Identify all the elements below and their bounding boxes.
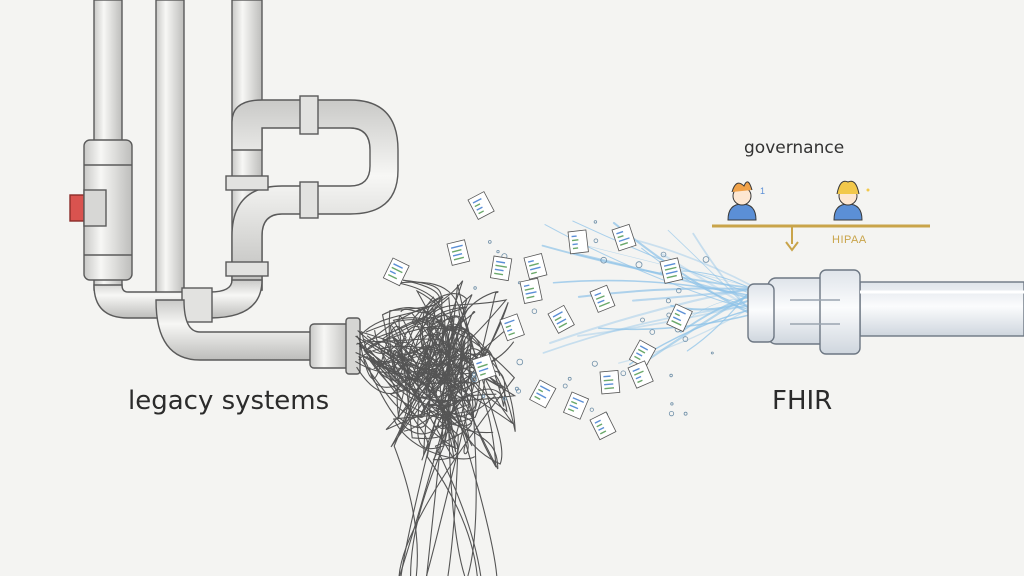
water-streak — [552, 279, 753, 297]
cable-strand — [360, 280, 499, 576]
fhir-label: FHIR — [772, 386, 833, 416]
document-sheet — [471, 353, 497, 382]
document-sheet — [547, 304, 575, 334]
scale-pointer-icon — [785, 241, 799, 252]
water-droplet — [710, 351, 714, 355]
document-sheet — [611, 223, 637, 252]
water-streak — [549, 287, 754, 345]
water-droplet — [665, 298, 671, 304]
cable-strand — [360, 304, 470, 419]
cable-strand — [360, 306, 477, 384]
water-droplet — [593, 238, 599, 244]
flying-documents — [382, 191, 693, 441]
cable-strand — [358, 315, 497, 410]
cable-strand — [365, 293, 468, 576]
cable-strand — [364, 302, 509, 576]
water-droplet — [668, 410, 675, 417]
fhir-pipe-connector — [747, 269, 1024, 355]
water-droplet — [481, 394, 486, 398]
document-sheet — [382, 257, 410, 287]
water-streak — [688, 298, 753, 320]
legacy-pipe-network — [69, 0, 399, 375]
document-sheet — [589, 284, 616, 313]
pipe-elbow-bottom — [93, 279, 263, 319]
water-droplet — [562, 383, 568, 389]
water-droplet — [487, 240, 492, 244]
vertical-pipe-2 — [155, 0, 185, 301]
document-sheet — [519, 277, 543, 304]
water-droplet — [620, 370, 627, 377]
water-streak — [577, 303, 753, 337]
person-figure-right — [833, 180, 870, 221]
document-sheet — [529, 379, 557, 409]
water-streak — [631, 288, 754, 302]
fhir-inlet — [747, 283, 775, 343]
cable-strand — [366, 296, 477, 576]
svg-text:1: 1 — [760, 186, 765, 196]
water-droplet — [531, 308, 538, 314]
water-droplet — [591, 360, 598, 367]
document-sheet — [446, 239, 471, 266]
water-droplet — [496, 250, 500, 254]
document-sheet — [589, 411, 617, 441]
water-droplet — [471, 372, 477, 377]
water-droplet — [683, 411, 688, 416]
water-droplet — [640, 317, 645, 323]
water-streak — [641, 247, 753, 309]
water-streak — [636, 239, 753, 287]
document-sheet — [523, 253, 548, 280]
document-sheet — [562, 391, 590, 420]
water-droplet — [702, 256, 710, 263]
cable-strand — [363, 318, 443, 399]
water-droplet — [502, 396, 507, 401]
water-droplet — [516, 388, 522, 394]
document-sheet — [489, 255, 513, 282]
document-sheet — [567, 229, 589, 255]
water-droplet — [567, 376, 572, 381]
document-sheet — [659, 257, 684, 284]
document-sheet — [627, 360, 654, 389]
water-droplet — [635, 261, 643, 269]
water-droplet — [600, 256, 607, 264]
water-droplet — [471, 376, 478, 383]
water-droplet — [649, 329, 656, 335]
governance-scale: 1 — [712, 180, 930, 252]
water-droplet — [593, 220, 598, 224]
document-sheet — [499, 313, 525, 342]
water-droplet — [473, 286, 477, 290]
document-sheet — [666, 303, 693, 333]
person-figure-left: 1 — [727, 181, 765, 221]
water-droplet — [669, 373, 673, 378]
cable-strand — [370, 323, 497, 576]
red-valve — [69, 194, 85, 222]
water-droplet — [670, 402, 674, 406]
tangled-cables — [355, 279, 517, 576]
document-sheet — [467, 191, 495, 221]
fhir-coupling-ring — [819, 269, 861, 355]
cable-strand — [369, 281, 514, 425]
water-spray — [471, 220, 754, 417]
water-droplet — [676, 287, 682, 294]
water-droplet — [682, 336, 689, 342]
outlet-flange — [309, 323, 351, 369]
governance-label: governance — [744, 138, 845, 158]
water-droplet — [516, 358, 524, 366]
cable-strand — [366, 346, 476, 460]
water-streak — [679, 294, 753, 333]
fhir-pipe — [859, 281, 1024, 337]
hipaa-label: HIPAA — [832, 234, 867, 246]
water-droplet — [660, 251, 667, 258]
water-streak — [667, 229, 753, 313]
water-droplet — [589, 407, 594, 412]
legacy-systems-label: legacy systems — [128, 386, 330, 416]
document-sheet — [599, 370, 621, 395]
